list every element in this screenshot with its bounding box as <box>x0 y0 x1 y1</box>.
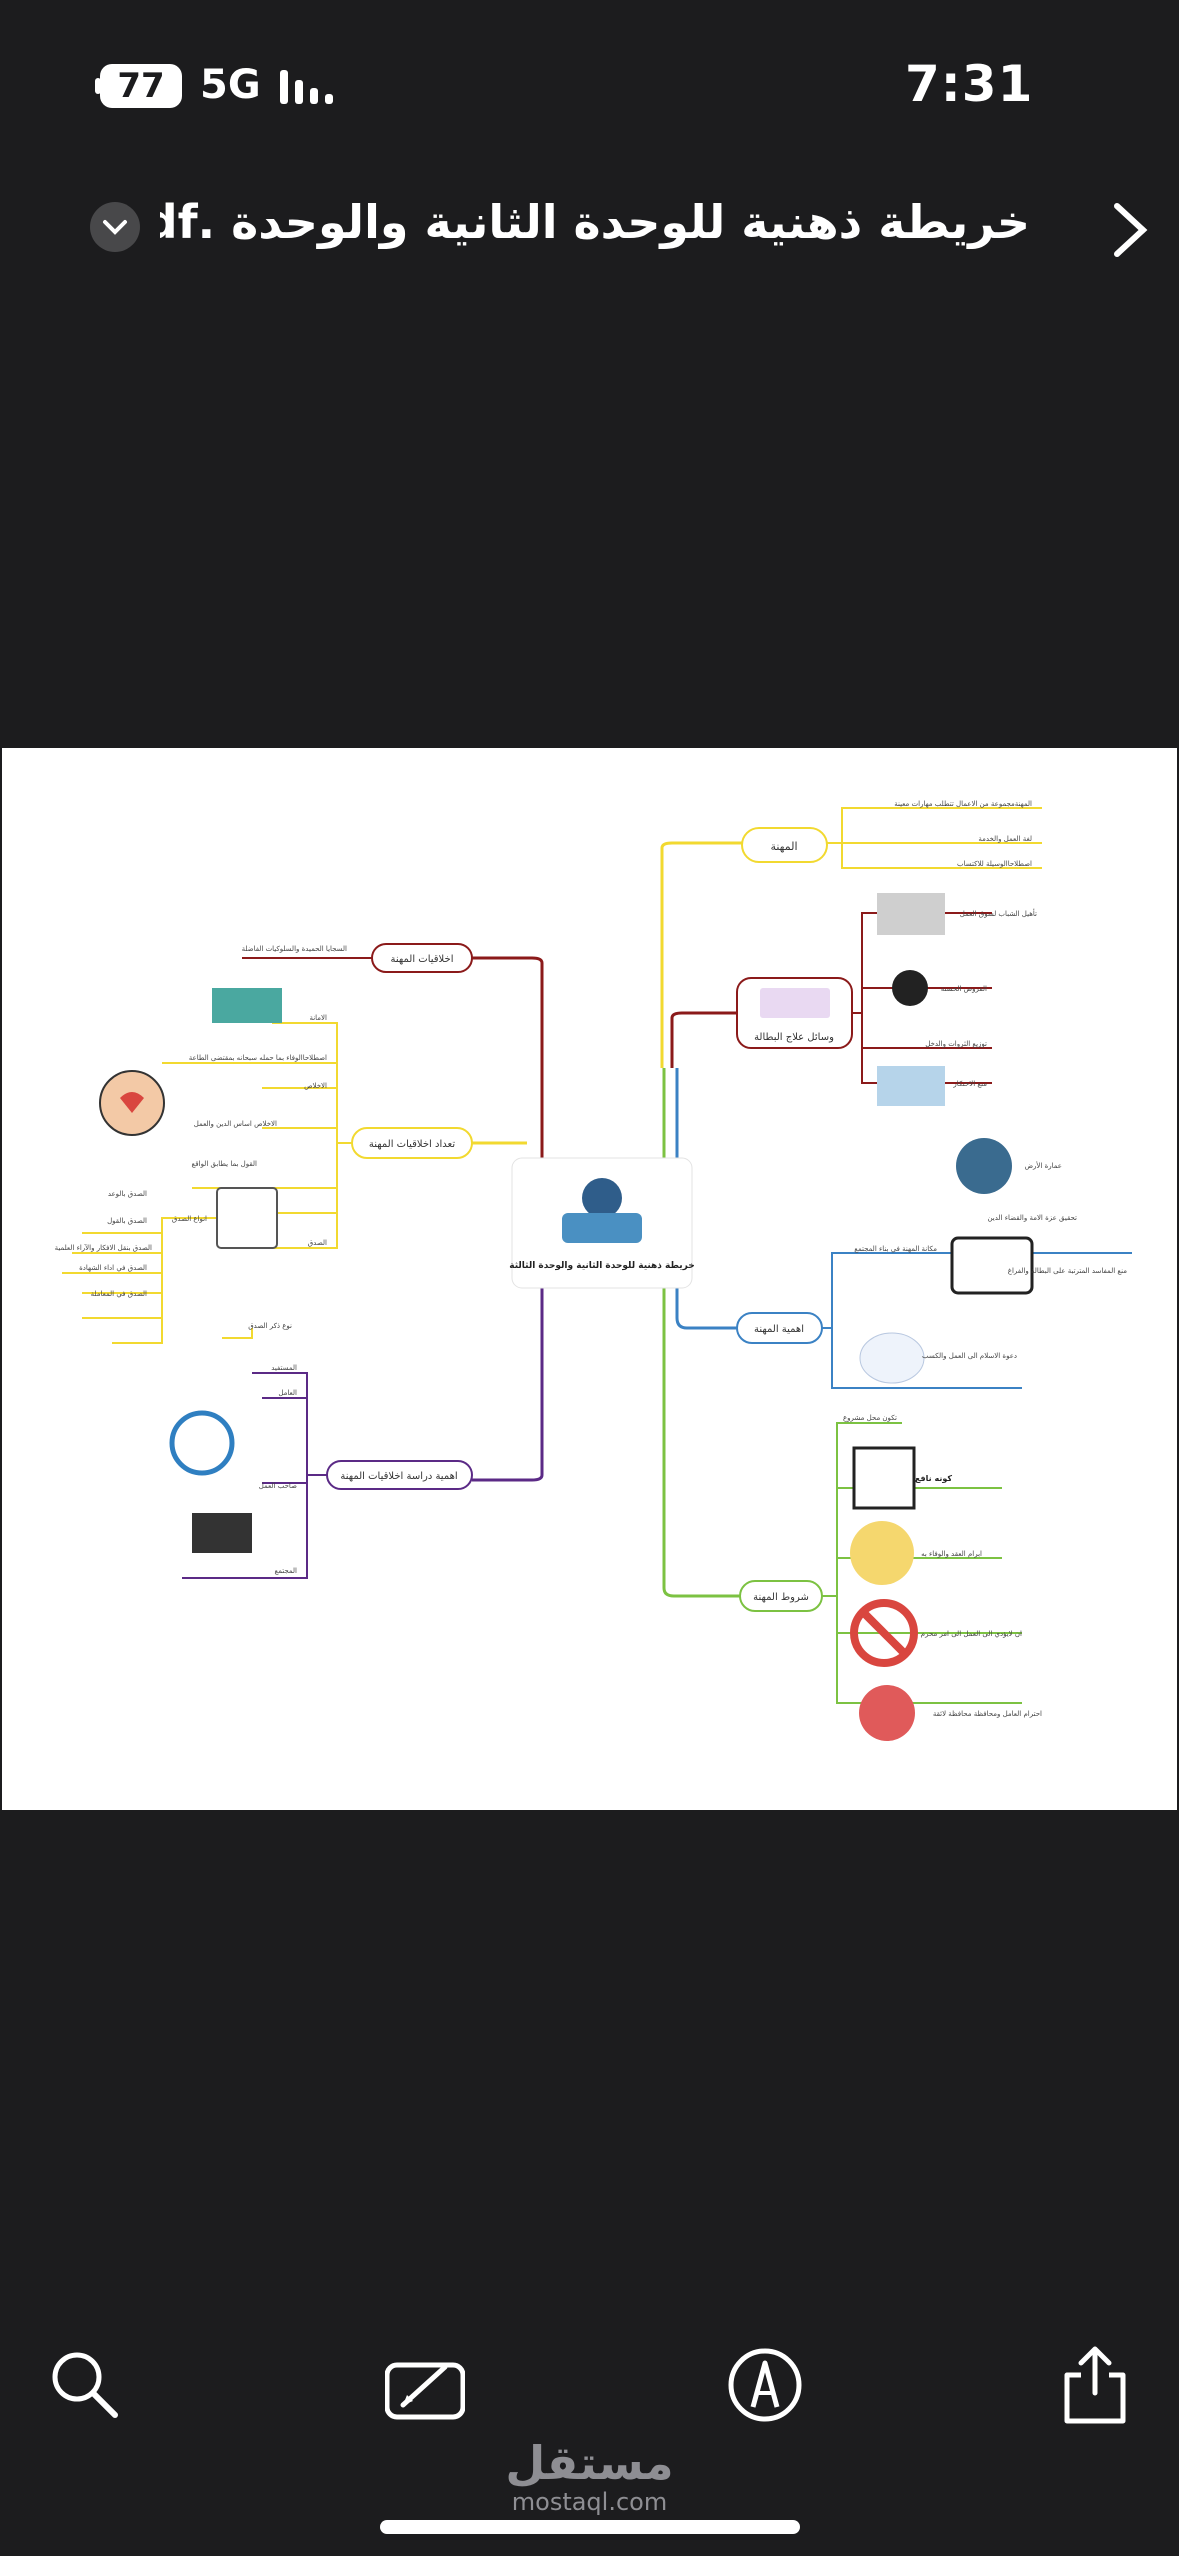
ethics-list-item-4: الاخلاص اساس الدين والعمل <box>194 1120 277 1128</box>
ethics-list-item-3: الاخلاص <box>304 1082 327 1090</box>
branch-profession[interactable]: المهنة <box>741 827 828 863</box>
clock-time: 7:31 <box>905 55 1034 113</box>
svg-text:اهمية المهنة: اهمية المهنة <box>754 1324 804 1335</box>
chevron-down-icon <box>103 220 127 235</box>
conditions-item-1: تكون محل مشروع <box>843 1414 897 1422</box>
ethics-importance-item-4: المجتمع <box>274 1567 297 1575</box>
branch-profession-item-1: المهنةمجموعة من الاعمال تتطلب مهارات معي… <box>894 800 1032 808</box>
watermark-arabic: مستقل <box>505 2436 674 2490</box>
svg-text:اخلاقيات المهنة: اخلاقيات المهنة <box>391 954 454 965</box>
watermark: مستقل mostaql.com <box>0 2438 1179 2516</box>
battery-tip-icon <box>95 78 101 94</box>
importance-item-3: تحقيق عزة الامة والقضاء الدين <box>987 1214 1077 1222</box>
branch-profession-item-2: لغة العمل والخدمة <box>978 835 1032 843</box>
ethics-importance-item-1: المستفيد <box>271 1364 297 1372</box>
branch-conditions[interactable]: شروط المهنة <box>739 1580 823 1612</box>
highlighter-icon[interactable] <box>725 2345 805 2425</box>
cellular-signal-icon <box>280 70 333 104</box>
money-icon <box>892 970 928 1006</box>
honesty-image <box>212 988 282 1023</box>
importance-item-2: عمارة الأرض <box>1025 1161 1062 1170</box>
mindmap-center-node[interactable]: خريطة ذهنية للوحدة الثانية والوحدة الثال… <box>509 1157 695 1289</box>
scale-hand-icon <box>216 1187 278 1249</box>
search-icon[interactable] <box>45 2345 125 2425</box>
conditions-item-3: ابرام العقد والوفاء به <box>921 1550 982 1558</box>
ethics-list-item-9: الصدق بالقول <box>107 1217 147 1225</box>
unemployment-image-2 <box>877 1066 945 1106</box>
ethics-list-item-12: الصدق في المعاملة <box>91 1290 147 1298</box>
branch-unemployment-remedies[interactable]: وسائل علاج البطالة <box>736 977 853 1049</box>
globe-icon <box>956 1138 1012 1194</box>
share-icon[interactable] <box>1055 2345 1135 2425</box>
conditions-item-2: كونه نافع <box>915 1474 952 1483</box>
chat-icon <box>859 1332 925 1384</box>
ethics-list-item-10: الصدق بنقل الافكار والآراء العلمية <box>55 1243 152 1252</box>
ethics-importance-item-2: العامل <box>278 1389 297 1397</box>
branch-ethics[interactable]: اخلاقيات المهنة <box>371 943 473 973</box>
importance-item-1: مكانة المهنة في بناء المجتمع <box>854 1245 937 1253</box>
chevron-right-icon[interactable] <box>1105 200 1155 260</box>
handshake-icon <box>852 1446 916 1510</box>
ethics-importance-item-3: صاحب العمل <box>259 1482 297 1490</box>
ethics-list-item-8: الصدق بالوعد <box>108 1190 147 1198</box>
prohibited-icon <box>850 1599 918 1667</box>
group-people-icon <box>169 1410 235 1476</box>
unemployment-image-1 <box>877 893 945 935</box>
unemployment-item-3: توزيع الثروات والدخل <box>925 1040 987 1048</box>
battery-indicator: 77 <box>100 64 182 108</box>
home-indicator[interactable] <box>380 2520 800 2534</box>
svg-text:المهنة: المهنة <box>770 840 797 853</box>
svg-text:تعداد اخلاقيات المهنة: تعداد اخلاقيات المهنة <box>369 1139 455 1150</box>
ethics-list-item-6: القول بما يطابق الواقع <box>192 1160 257 1168</box>
unemployment-item-1: تأهيل الشباب لسوق العمل <box>960 908 1037 918</box>
title-menu-button[interactable] <box>90 202 140 252</box>
ethics-item-1: السجايا الحميدة والسلوكيات الفاضلة <box>242 945 347 953</box>
center-label: خريطة ذهنية للوحدة الثانية والوحدة الثال… <box>509 1261 694 1271</box>
branch-ethics-importance[interactable]: اهمية دراسة اخلاقيات المهنة <box>326 1460 473 1490</box>
network-type: 5G <box>200 62 261 108</box>
handcuffs-icon <box>950 1236 1034 1295</box>
svg-text:شروط المهنة: شروط المهنة <box>753 1592 809 1603</box>
svg-text:وسائل علاج البطالة: وسائل علاج البطالة <box>754 1032 834 1043</box>
document-title[interactable]: خريطة ذهنية للوحدة الثانية والوحدة .pdf <box>160 195 1030 249</box>
markup-pen-icon[interactable] <box>385 2345 465 2425</box>
conditions-item-5: احترام العامل ومحافظة محافظة لائقة <box>933 1710 1042 1718</box>
branch-importance[interactable]: اهمية المهنة <box>736 1312 823 1344</box>
heart-hands-icon <box>859 1685 915 1741</box>
ethics-list-item-11: الصدق في اداء الشهادة <box>79 1264 147 1272</box>
svg-text:اهمية دراسة اخلاقيات المهنة: اهمية دراسة اخلاقيات المهنة <box>340 1471 457 1482</box>
conditions-item-4: ان لايؤدي الى العمل الى امر محرم <box>921 1630 1022 1638</box>
ethics-list-item-7: انواع الصدق <box>172 1215 207 1223</box>
ethics-list-item-5: الصدق <box>308 1239 327 1247</box>
pdf-page[interactable]: خريطة ذهنية للوحدة الثانية والوحدة الثال… <box>2 748 1177 1810</box>
unemployment-item-2: القروض الحسنة <box>941 985 987 993</box>
watermark-latin: mostaql.com <box>511 2488 668 2516</box>
ethics-list-item-13: نوع ذكر الصدق <box>248 1322 292 1330</box>
community-icon <box>192 1513 252 1553</box>
unemployment-item-4: منع الاحتكار <box>952 1080 987 1088</box>
battery-level: 77 <box>117 66 165 106</box>
importance-item-5: دعوة الاسلام الى العمل والكسب <box>922 1352 1017 1360</box>
branch-profession-item-3: اصطلاحاالوسيلة للاكتساب <box>957 860 1032 868</box>
ethics-list-item-2: اصطلاحاالوفاء بما حمله سبحانه بمقتضى الط… <box>189 1054 327 1062</box>
importance-item-4: منع المفاسد المترتبة على البطالة والفراغ <box>1008 1267 1127 1275</box>
branch-ethics-list[interactable]: تعداد اخلاقيات المهنة <box>351 1127 473 1159</box>
contract-icon <box>850 1521 914 1585</box>
ethics-list-item-1: الامانة <box>309 1014 327 1022</box>
